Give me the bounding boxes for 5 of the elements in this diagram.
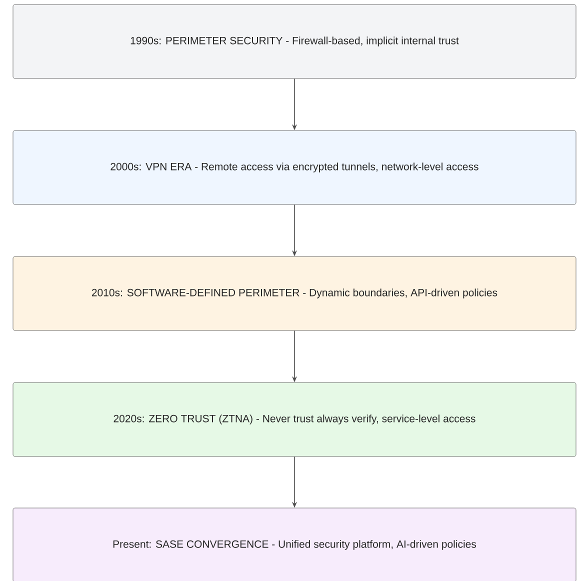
process-box: 1990s: PERIMETER SECURITY - Firewall-based, implicit internal trust xyxy=(12,4,576,79)
process-box: 2000s: VPN ERA - Remote access via encrypted tunnels, network-level access xyxy=(12,130,576,205)
process-box: Present: SASE CONVERGENCE - Unified security platform, AI-driven policies xyxy=(12,508,576,581)
process-box: 2020s: ZERO TRUST (ZTNA) - Never trust always verify, service-level access xyxy=(12,382,576,457)
process-box: 2010s: SOFTWARE-DEFINED PERIMETER - Dynamic boundaries, API-driven policies xyxy=(12,256,576,331)
